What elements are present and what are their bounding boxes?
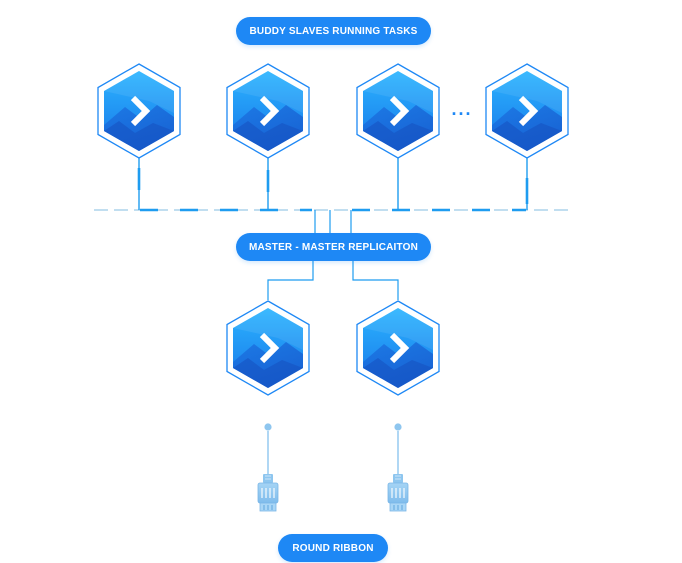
network-plug-2-icon [387,473,409,512]
slave-node-2-icon [227,64,309,158]
round-ribbon-label-pill: ROUND RIBBON [278,534,388,562]
slave-connectors [137,158,529,210]
master-connectors [267,261,399,300]
slave-node-4-icon [486,64,568,158]
slave-node-3-icon [357,64,439,158]
bus-to-master-connectors [314,210,352,233]
master-node-2-icon [357,301,439,395]
ribbon-cable-1 [257,423,279,512]
master-node-1-icon [227,301,309,395]
ribbon-cable-2 [387,423,409,512]
network-plug-1-icon [257,473,279,512]
more-nodes-ellipsis: ... [451,99,472,119]
slave-node-1-icon [98,64,180,158]
master-replication-label-pill: MASTER - MASTER REPLICAITON [236,233,431,261]
slaves-label-pill: BUDDY SLAVES RUNNING TASKS [236,17,431,45]
